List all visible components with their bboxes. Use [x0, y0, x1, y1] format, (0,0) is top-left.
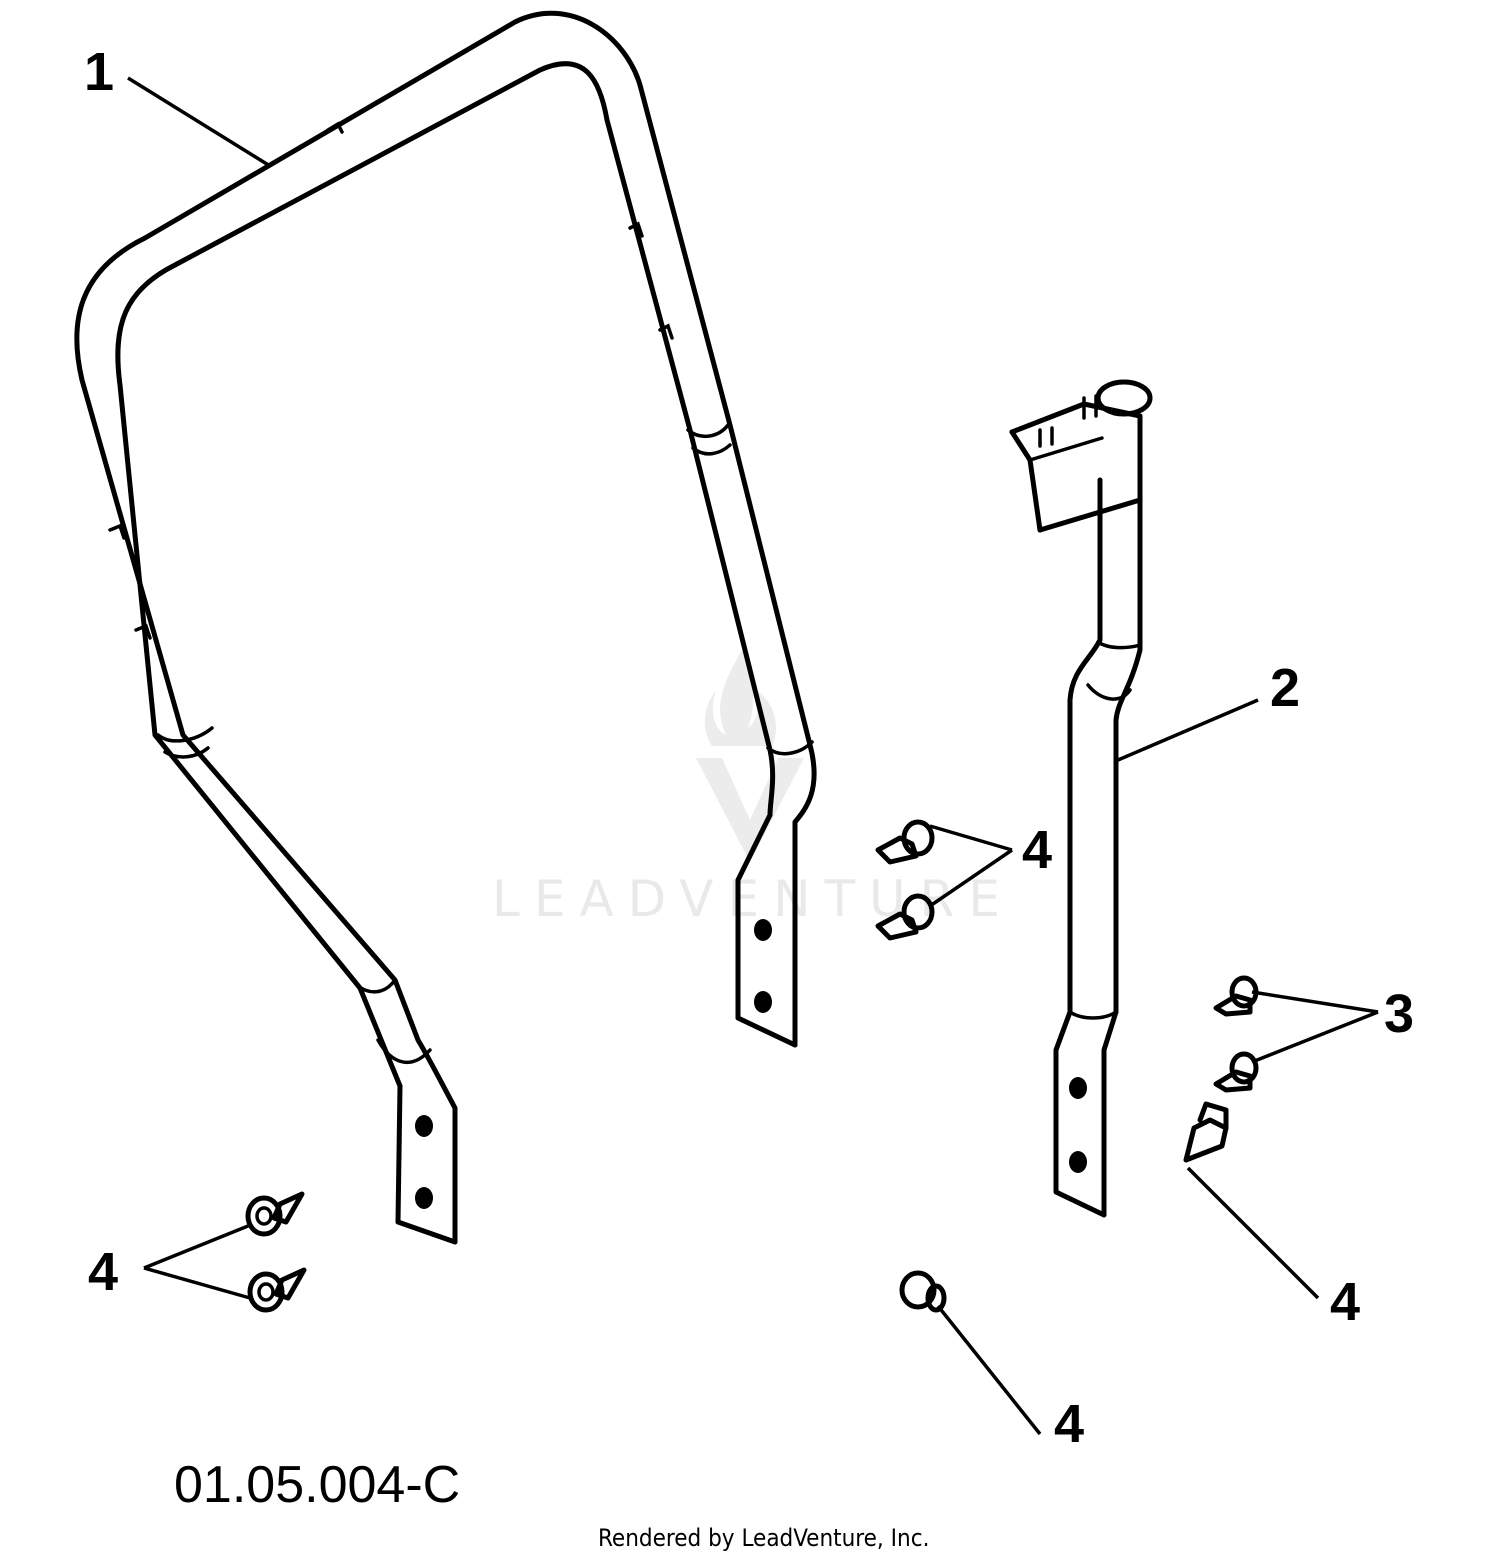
part-2-support-post	[1009, 379, 1153, 1218]
figure-id: 01.05.004-C	[174, 1456, 460, 1514]
mounting-hole	[415, 1187, 433, 1209]
callout-4-center: 4	[1022, 820, 1052, 880]
nut-4-bottom	[899, 1270, 947, 1313]
bolt-4-center-lower	[875, 893, 935, 941]
screw-3-lower	[1213, 1051, 1259, 1093]
mounting-hole	[754, 919, 772, 941]
part-1-roll-bar	[74, 10, 817, 1245]
watermark-text: LEADVENTURE	[492, 870, 1014, 928]
watermark: LEADVENTURE	[492, 650, 1014, 928]
mounting-hole	[754, 991, 772, 1013]
leader-4-center	[929, 824, 1013, 908]
bolt-4-center-upper	[875, 819, 935, 865]
leader-4-left	[143, 1224, 251, 1300]
leader-lines	[127, 76, 1379, 1436]
leader-2	[1117, 698, 1259, 762]
leader-4-bottom	[936, 1304, 1042, 1436]
mounting-hole	[1069, 1077, 1087, 1099]
callout-3: 3	[1384, 984, 1414, 1044]
bolt-4-left-lower	[247, 1267, 307, 1313]
callout-2: 2	[1270, 658, 1300, 718]
mounting-hole	[415, 1115, 433, 1137]
screw-3-upper	[1213, 975, 1259, 1017]
callout-1: 1	[84, 42, 114, 102]
callout-4-left: 4	[88, 1242, 118, 1302]
callout-4-right: 4	[1330, 1272, 1360, 1332]
callout-4-bottom: 4	[1054, 1394, 1084, 1454]
bolt-4-left-upper	[245, 1191, 305, 1237]
leader-1	[127, 76, 271, 168]
watermark-logo-icon	[696, 650, 804, 862]
credit-text: Rendered by LeadVenture, Inc.	[598, 1524, 929, 1552]
leader-4-right	[1186, 1166, 1320, 1300]
leader-3	[1251, 990, 1379, 1064]
mounting-hole	[1069, 1151, 1087, 1173]
bolt-4-right	[1183, 1101, 1229, 1163]
